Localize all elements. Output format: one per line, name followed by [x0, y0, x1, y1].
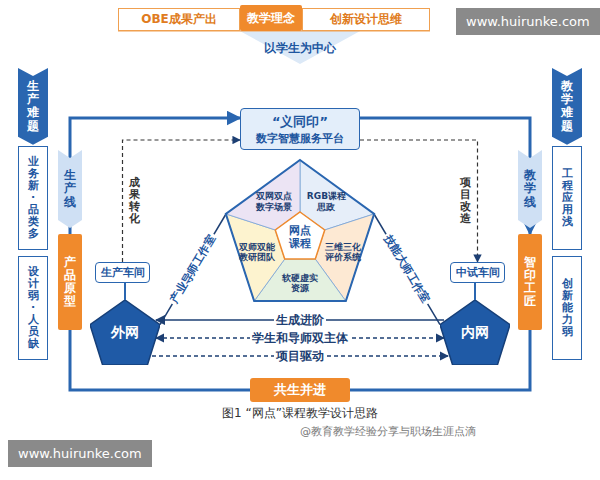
- edge-label: 项目驱动: [274, 348, 326, 365]
- connector: [474, 283, 476, 300]
- problem-banner: 生产难题: [18, 68, 48, 145]
- connector: [123, 140, 241, 262]
- outcome-box: 智印工匠: [518, 234, 542, 330]
- workshop-box: 生产车间: [95, 262, 150, 283]
- watermark: @教育教学经验分享与职场生涯点滴: [300, 424, 476, 439]
- node-text: 数字智慧服务平台: [256, 131, 344, 146]
- platform-box: “义同印”数字智慧服务平台: [240, 108, 360, 150]
- node-text: RGB课程思政: [304, 191, 348, 212]
- node-text: 网点课程: [286, 224, 314, 250]
- pentagon-border: [226, 160, 374, 301]
- connector: [160, 214, 226, 325]
- problem-box: 创新能力弱: [552, 256, 582, 360]
- result-box: 共生并进: [250, 378, 350, 402]
- problem-box: 业务新 · 品类多: [18, 146, 48, 250]
- node-text: OBE成果产出: [141, 11, 217, 28]
- node-text: 工程应用浅: [562, 168, 573, 228]
- watermark: www.huirunke.com: [456, 8, 600, 35]
- edge-label: 学生和导师双主体: [250, 330, 350, 347]
- connector: [124, 283, 126, 300]
- concept-box: 创新设计思维: [302, 8, 430, 31]
- pentagon-section: 双网双点数字场景: [252, 187, 296, 217]
- edge-label: 生成进阶: [274, 312, 326, 329]
- course-pentagon: 双网双点数字场景 RGB课程思政三维三化评价系统软硬虚实资源 双师双能教研团队网点课…: [226, 160, 374, 302]
- pentagon-section: RGB课程思政: [304, 187, 348, 217]
- edge-label: 技能大师工作室: [380, 231, 434, 308]
- problem-box: 设计弱 · 人员缺: [18, 256, 48, 360]
- edge-label: 项目改造: [460, 175, 471, 227]
- node-text: 双网双点数字场景: [252, 191, 296, 212]
- pentagon-section: 三维三化评价系统: [321, 237, 365, 267]
- problem-banner: 教学难题: [552, 68, 582, 145]
- node-text: 教学理念: [247, 10, 295, 27]
- watermark: www.huirunke.com: [8, 440, 152, 467]
- node-text: 产品原型: [64, 256, 76, 309]
- pentagon-core: [275, 212, 324, 259]
- focus-wedge: [238, 30, 362, 64]
- node-text: 外网: [111, 324, 139, 342]
- node-text: 中试车间: [456, 265, 500, 280]
- node-text: 生产线: [64, 169, 76, 209]
- concept-heading: 教学理念: [240, 5, 302, 31]
- pentagon-section: 双师双能教研团队: [235, 237, 279, 267]
- node-text: 创新能力弱: [562, 278, 573, 338]
- node-text: 三维三化评价系统: [321, 242, 365, 263]
- network-shape: 外网: [90, 300, 160, 365]
- connector: [360, 118, 530, 234]
- connector: [70, 118, 240, 234]
- node-text: 共生并进: [274, 381, 326, 399]
- line-arrow: 生产线: [58, 150, 82, 228]
- problem-box: 工程应用浅: [552, 146, 582, 250]
- line-arrow: 教学线: [518, 150, 542, 228]
- node-text: 双师双能教研团队: [235, 242, 279, 263]
- connector: [360, 140, 478, 262]
- node-text: 业务新 · 品类多: [28, 156, 39, 241]
- principle-label: 以学生为中心: [264, 40, 336, 57]
- caption: 图1 “网点”课程教学设计思路: [222, 405, 378, 422]
- edge-label: 产业导师工作室: [166, 231, 220, 308]
- node-text: 智印工匠: [524, 256, 536, 309]
- pentagon-section: 软硬虚实资源: [278, 268, 322, 298]
- outcome-box: 产品原型: [58, 234, 82, 330]
- node-text: 教学线: [524, 169, 536, 209]
- edge-label: 成果转化: [129, 175, 140, 227]
- node-text: 创新设计思维: [330, 11, 402, 28]
- node-text: 软硬虚实资源: [278, 273, 322, 294]
- node-text: “义同印”: [272, 113, 328, 131]
- node-text: 生产难题: [27, 80, 39, 133]
- node-text: 生产车间: [101, 265, 145, 280]
- concept-box: OBE成果产出: [118, 8, 240, 31]
- node-text: 内网: [461, 324, 489, 342]
- workshop-box: 中试车间: [450, 262, 505, 283]
- connector: [374, 214, 440, 325]
- network-shape: 内网: [440, 300, 510, 365]
- node-text: 设计弱 · 人员缺: [28, 266, 39, 351]
- node-text: 教学难题: [561, 80, 573, 133]
